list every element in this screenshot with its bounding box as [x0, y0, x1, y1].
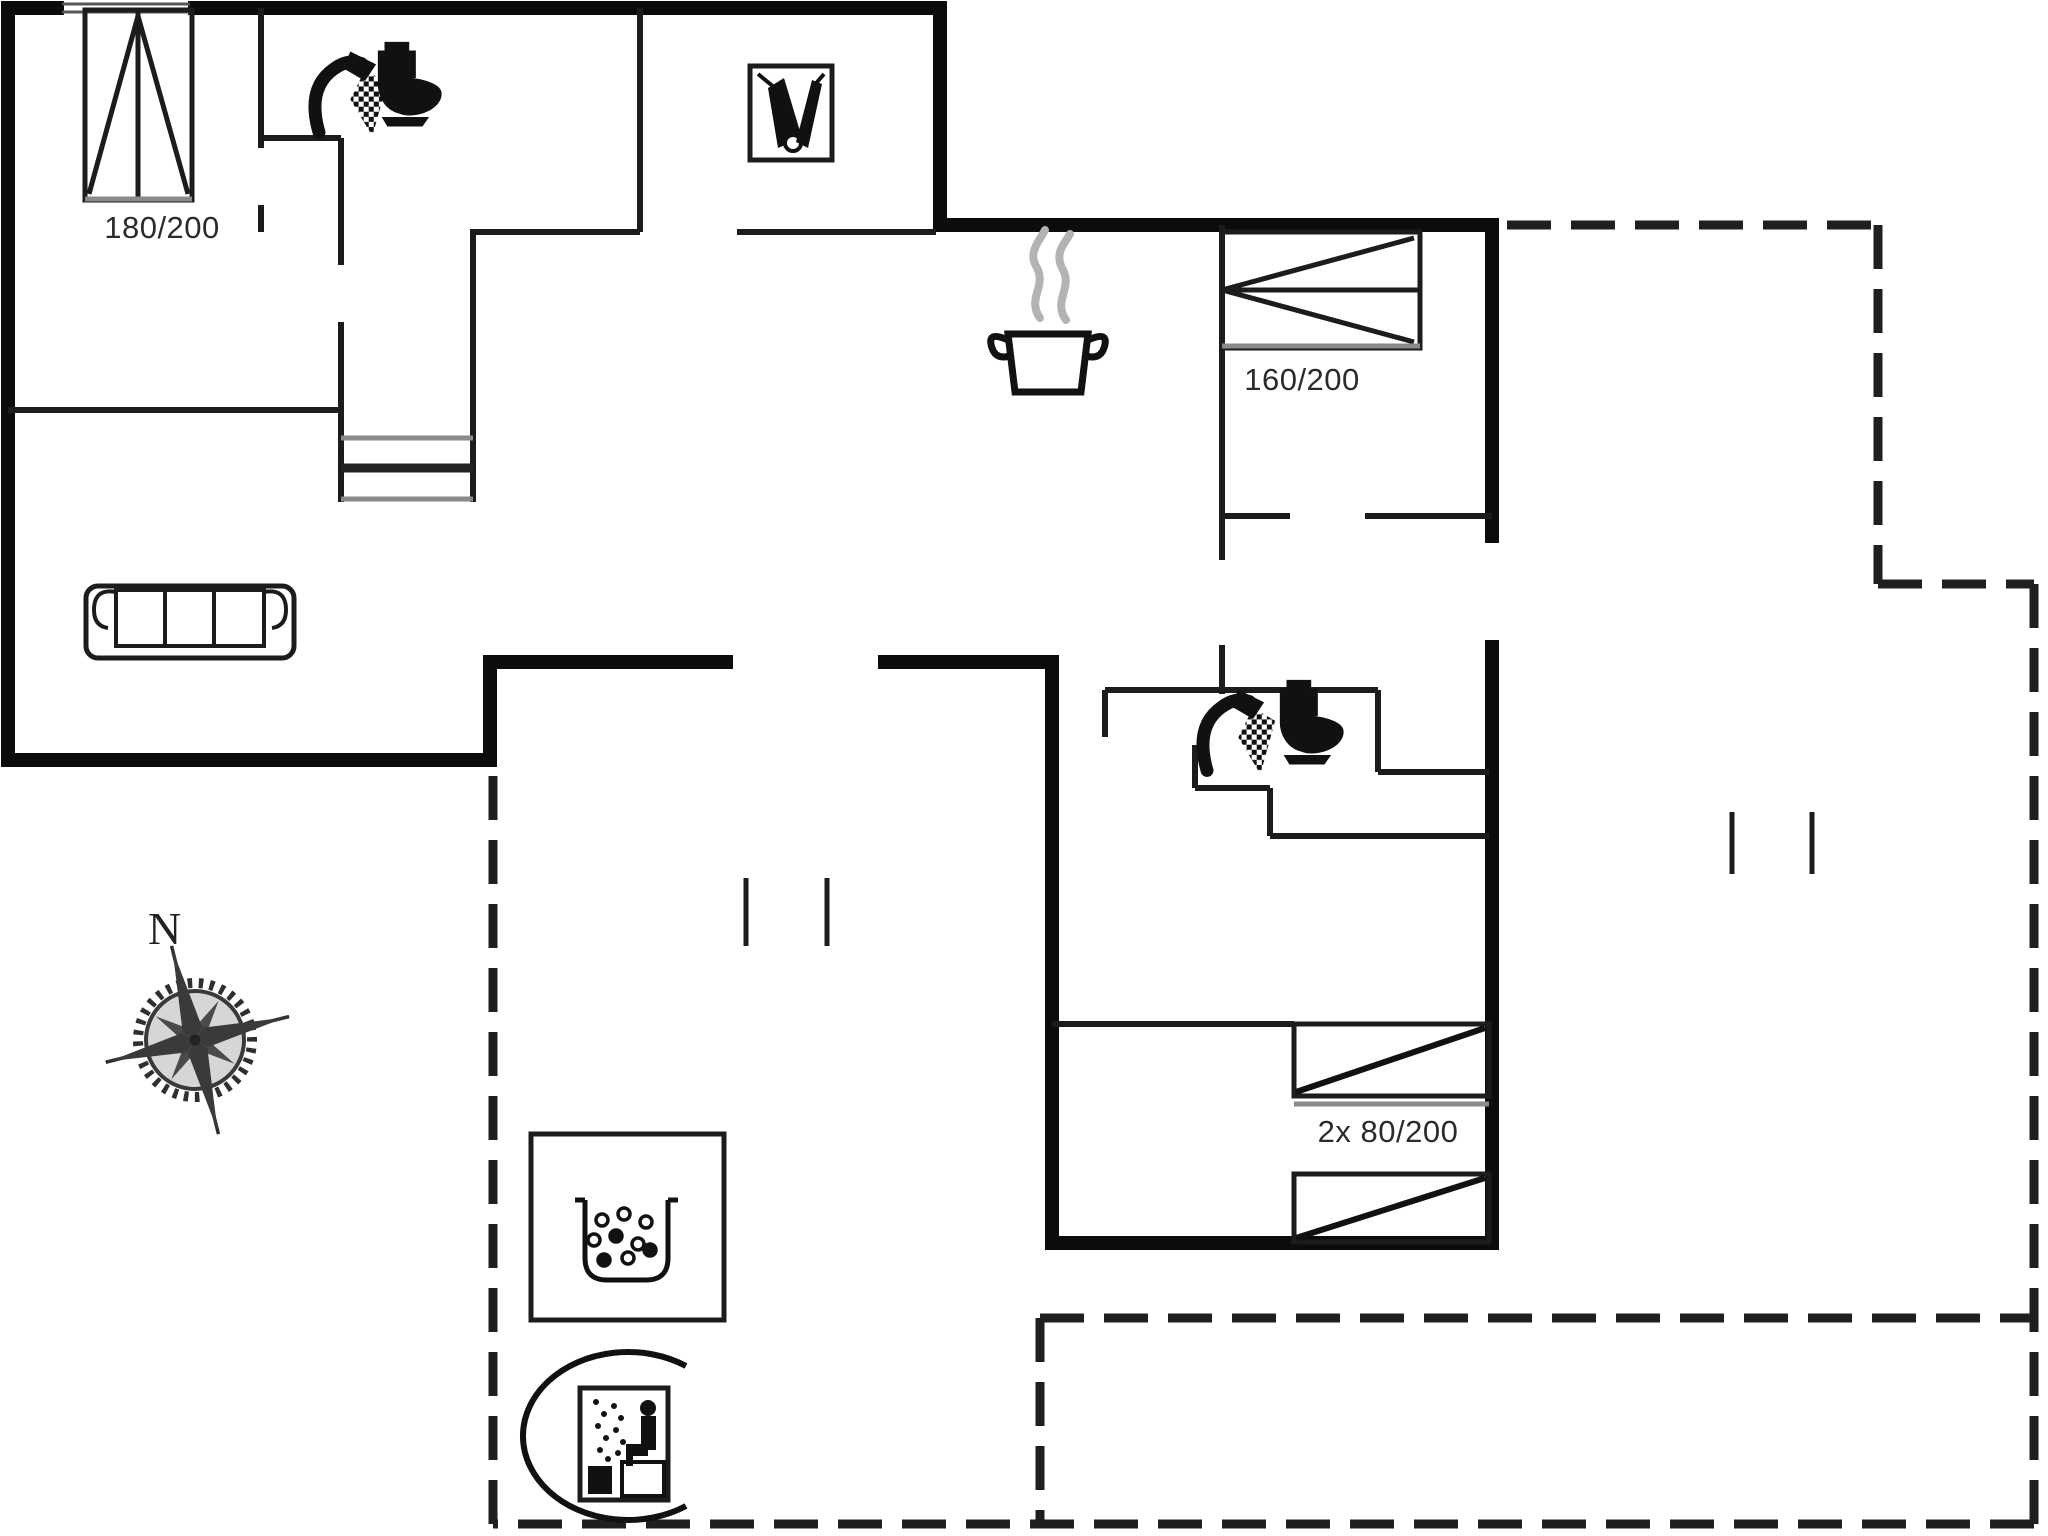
compass-north-label: N [148, 903, 181, 954]
double-bed-icon-2 [1219, 229, 1423, 351]
sauna-icon [519, 1349, 688, 1523]
bed-size-label-1: 180/200 [104, 210, 220, 245]
vacuum-storage-icon [747, 63, 835, 163]
interior-walls [8, 8, 1492, 1027]
sofa-icon [83, 583, 297, 661]
opening-marks [743, 812, 1815, 946]
terrace-dashed-outline [488, 220, 2039, 1529]
bed-size-label-2: 160/200 [1244, 362, 1360, 397]
cooking-pot-icon [987, 226, 1109, 396]
toilet-icon [377, 41, 442, 127]
compass-rose-icon [105, 945, 290, 1135]
whirlpool-icon [528, 1131, 727, 1323]
shower-icon-2 [1203, 690, 1275, 775]
stairs [341, 435, 473, 502]
shower-icon [315, 52, 387, 137]
bed-size-label-3: 2x 80/200 [1318, 1114, 1459, 1149]
double-bed-icon [82, 7, 195, 203]
bunk-bed-icon [1291, 1021, 1492, 1245]
